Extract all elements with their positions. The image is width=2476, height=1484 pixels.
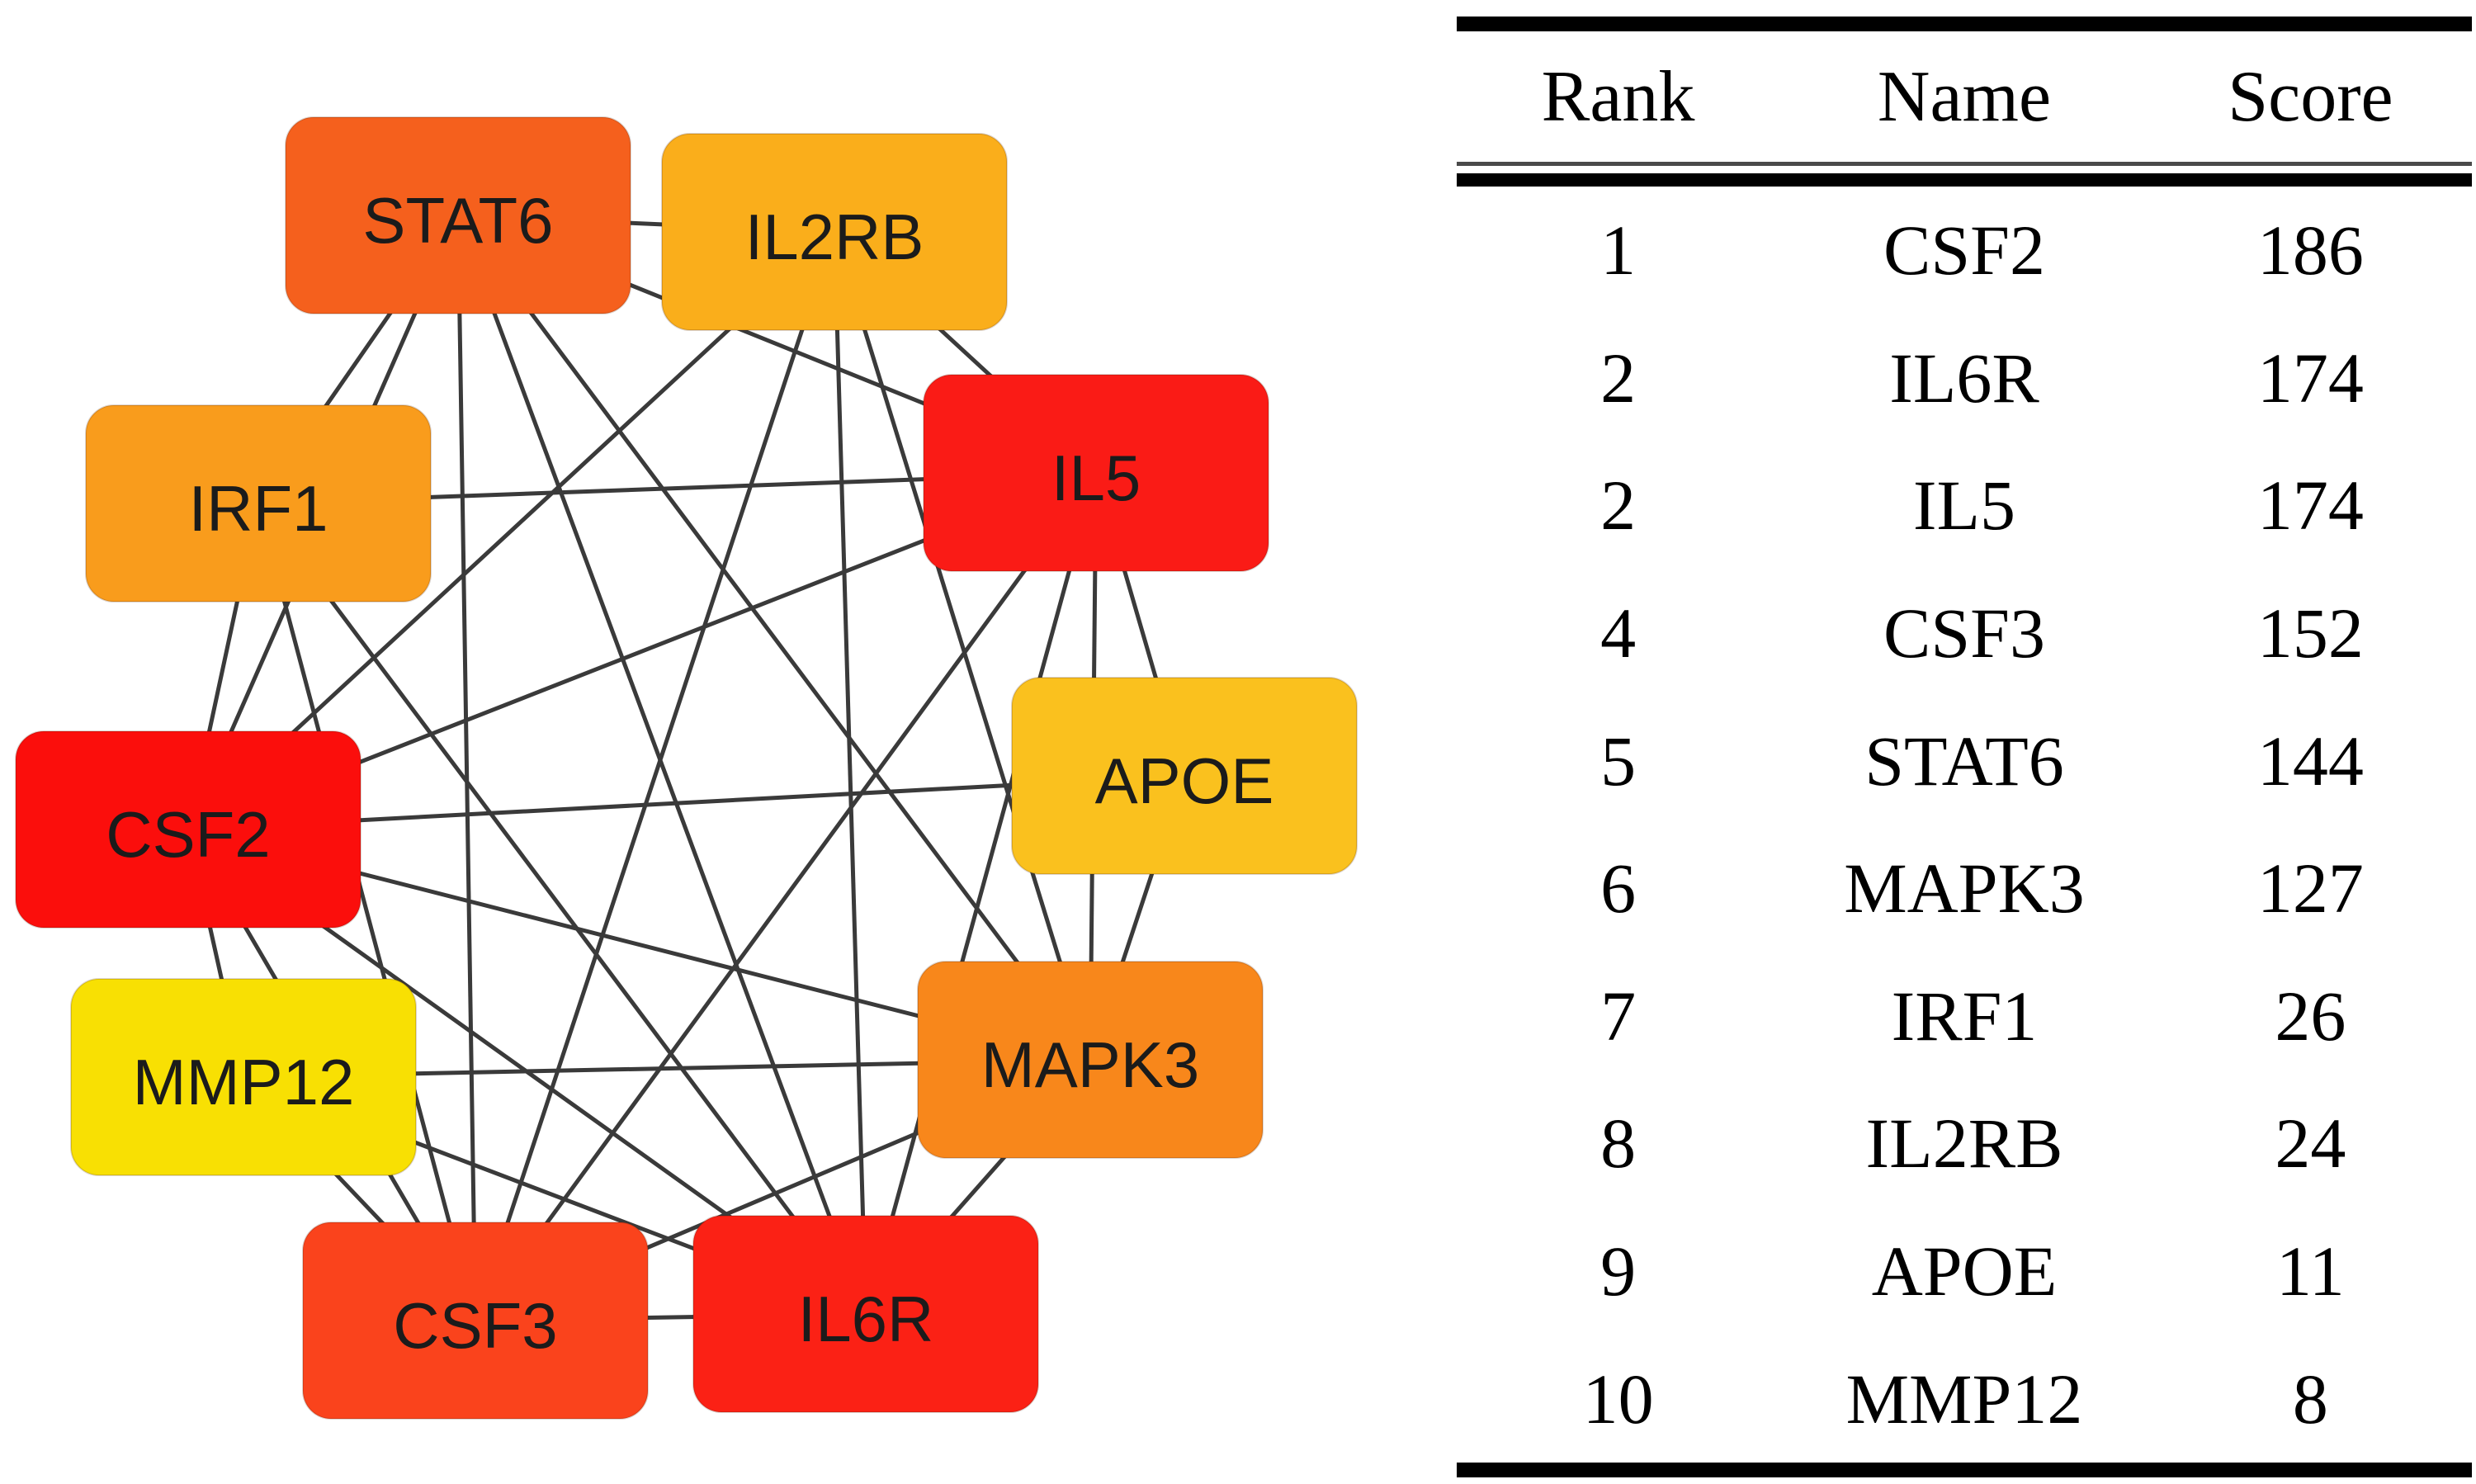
node-APOE: APOE bbox=[1011, 677, 1358, 875]
node-IL5: IL5 bbox=[923, 374, 1269, 572]
cell-name: IL2RB bbox=[1865, 1104, 2063, 1184]
table-row: 2 IL5 174 bbox=[1457, 442, 2472, 569]
table-top-rule bbox=[1457, 17, 2472, 31]
edge-STAT6-IL6R bbox=[456, 215, 868, 1315]
table-header-rule-gap bbox=[1457, 166, 2472, 173]
node-IL2RB: IL2RB bbox=[661, 133, 1008, 331]
edge-IL2RB-CSF2 bbox=[187, 230, 836, 831]
table-row: 8 IL2RB 24 bbox=[1457, 1080, 2472, 1208]
node-label-STAT6: STAT6 bbox=[362, 184, 553, 257]
cell-score: 24 bbox=[2275, 1104, 2346, 1184]
cell-name: CSF2 bbox=[1883, 210, 2045, 291]
cell-name: IL5 bbox=[1912, 466, 2016, 546]
cell-rank: 7 bbox=[1600, 976, 1637, 1056]
node-box-IL5 bbox=[923, 374, 1269, 572]
edge-CSF3-IL5 bbox=[473, 471, 1099, 1322]
node-label-MMP12: MMP12 bbox=[133, 1046, 355, 1118]
table-header-rule bbox=[1457, 173, 2472, 187]
node-label-IL2RB: IL2RB bbox=[745, 201, 924, 273]
cell-name: IL6R bbox=[1889, 338, 2039, 418]
cell-score: 174 bbox=[2256, 338, 2364, 418]
table-row: 6 MAPK3 127 bbox=[1457, 825, 2472, 952]
table-row: 5 STAT6 144 bbox=[1457, 697, 2472, 825]
edge-IRF1-CSF3 bbox=[256, 503, 478, 1321]
cell-score: 26 bbox=[2275, 976, 2346, 1056]
cell-name: MAPK3 bbox=[1844, 848, 2085, 929]
edge-IL2RB-MAPK3 bbox=[832, 231, 1093, 1061]
node-box-MAPK3 bbox=[917, 961, 1264, 1159]
cell-score: 127 bbox=[2256, 848, 2364, 929]
table-row: 4 CSF3 152 bbox=[1457, 569, 2472, 697]
node-MAPK3: MAPK3 bbox=[917, 961, 1264, 1159]
cell-name: IRF1 bbox=[1891, 976, 2038, 1056]
cell-name: CSF3 bbox=[1883, 593, 2045, 673]
table-row: 10 MMP12 8 bbox=[1457, 1335, 2472, 1463]
cell-score: 11 bbox=[2276, 1231, 2345, 1311]
node-box-CSF3 bbox=[302, 1222, 649, 1420]
node-box-IRF1 bbox=[85, 404, 432, 603]
node-label-IRF1: IRF1 bbox=[188, 472, 328, 545]
header-score: Score bbox=[2228, 56, 2393, 137]
cell-rank: 4 bbox=[1600, 593, 1637, 673]
node-box-CSF2 bbox=[15, 730, 361, 929]
cell-rank: 10 bbox=[1582, 1359, 1654, 1439]
cell-rank: 9 bbox=[1600, 1231, 1637, 1311]
node-label-IL5: IL5 bbox=[1051, 442, 1141, 514]
node-box-STAT6 bbox=[285, 116, 631, 314]
edge-IL2RB-CSF3 bbox=[473, 231, 837, 1321]
cell-name: MMP12 bbox=[1845, 1359, 2083, 1439]
node-IL6R: IL6R bbox=[692, 1215, 1039, 1413]
header-name: Name bbox=[1877, 56, 2052, 137]
edge-IL2RB-IL6R bbox=[832, 231, 868, 1315]
table-header-thin-rule bbox=[1457, 162, 2472, 166]
cell-rank: 2 bbox=[1600, 338, 1637, 418]
cell-name: APOE bbox=[1871, 1231, 2058, 1311]
node-label-MAPK3: MAPK3 bbox=[981, 1028, 1199, 1101]
table-row: 2 IL6R 174 bbox=[1457, 314, 2472, 442]
node-STAT6: STAT6 bbox=[285, 116, 631, 314]
cell-rank: 5 bbox=[1600, 721, 1637, 801]
cell-rank: 2 bbox=[1600, 466, 1637, 546]
edge-STAT6-CSF3 bbox=[456, 215, 478, 1321]
table-row: 7 IRF1 26 bbox=[1457, 952, 2472, 1080]
cell-score: 186 bbox=[2256, 210, 2364, 291]
cell-rank: 1 bbox=[1600, 210, 1637, 291]
cell-score: 8 bbox=[2292, 1359, 2328, 1439]
edge-IRF1-IL6R bbox=[256, 502, 868, 1316]
cell-score: 144 bbox=[2256, 721, 2364, 801]
node-box-IL6R bbox=[692, 1215, 1039, 1413]
table-row: 9 APOE 11 bbox=[1457, 1208, 2472, 1335]
cell-name: STAT6 bbox=[1864, 721, 2064, 801]
node-CSF3: CSF3 bbox=[302, 1222, 649, 1420]
cell-rank: 6 bbox=[1600, 848, 1637, 929]
table-row: 1 CSF2 186 bbox=[1457, 187, 2472, 314]
node-label-CSF3: CSF3 bbox=[393, 1289, 557, 1362]
node-MMP12: MMP12 bbox=[70, 978, 417, 1176]
cell-rank: 8 bbox=[1600, 1104, 1637, 1184]
node-box-APOE bbox=[1011, 677, 1358, 875]
header-rank: Rank bbox=[1541, 56, 1695, 137]
node-label-APOE: APOE bbox=[1095, 744, 1274, 817]
edge-IL6R-IL5 bbox=[863, 472, 1099, 1315]
edge-STAT6-MAPK3 bbox=[456, 214, 1093, 1061]
node-label-CSF2: CSF2 bbox=[106, 798, 270, 871]
cell-score: 174 bbox=[2256, 466, 2364, 546]
table-bottom-rule bbox=[1457, 1463, 2472, 1477]
node-CSF2: CSF2 bbox=[15, 730, 361, 929]
node-box-MMP12 bbox=[70, 978, 417, 1176]
node-box-IL2RB bbox=[661, 133, 1008, 331]
node-IRF1: IRF1 bbox=[85, 404, 432, 603]
cell-score: 152 bbox=[2256, 593, 2364, 673]
node-label-IL6R: IL6R bbox=[798, 1283, 934, 1355]
table-header-row: Rank Name Score bbox=[1457, 31, 2472, 162]
